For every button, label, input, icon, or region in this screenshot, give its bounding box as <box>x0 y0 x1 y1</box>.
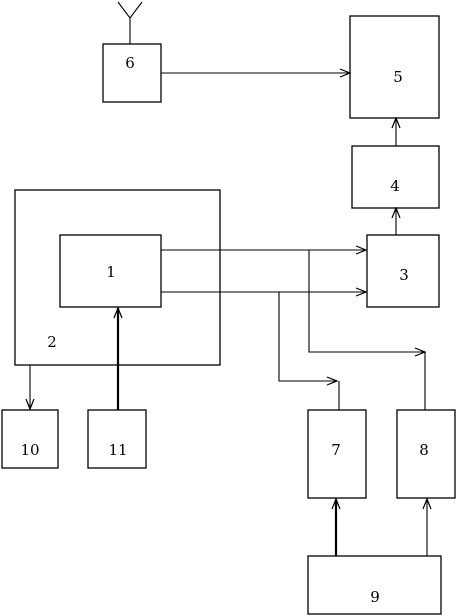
block-9-label: 9 <box>370 588 380 606</box>
block-2-label: 2 <box>47 333 57 351</box>
block-9 <box>307 555 442 615</box>
antenna-icon <box>117 1 143 44</box>
block-10 <box>1 409 59 469</box>
block-8-label: 8 <box>419 441 429 459</box>
block-5 <box>349 15 440 119</box>
block-11-label: 11 <box>108 441 127 459</box>
block-5-label: 5 <box>393 68 403 86</box>
block-1-label: 1 <box>106 263 116 281</box>
block-7 <box>307 409 367 499</box>
block-8 <box>396 409 456 499</box>
block-6 <box>102 43 162 103</box>
block-6-label: 6 <box>125 54 135 72</box>
block-3 <box>366 234 440 308</box>
block-7-label: 7 <box>331 441 341 459</box>
block-10-label: 10 <box>20 441 39 459</box>
block-3-label: 3 <box>399 266 409 284</box>
arrow-branch-to-7 <box>278 292 337 381</box>
block-4-label: 4 <box>390 177 400 195</box>
block-11 <box>87 409 147 469</box>
arrow-branch-to-8 <box>308 250 425 352</box>
block-1 <box>59 234 162 308</box>
